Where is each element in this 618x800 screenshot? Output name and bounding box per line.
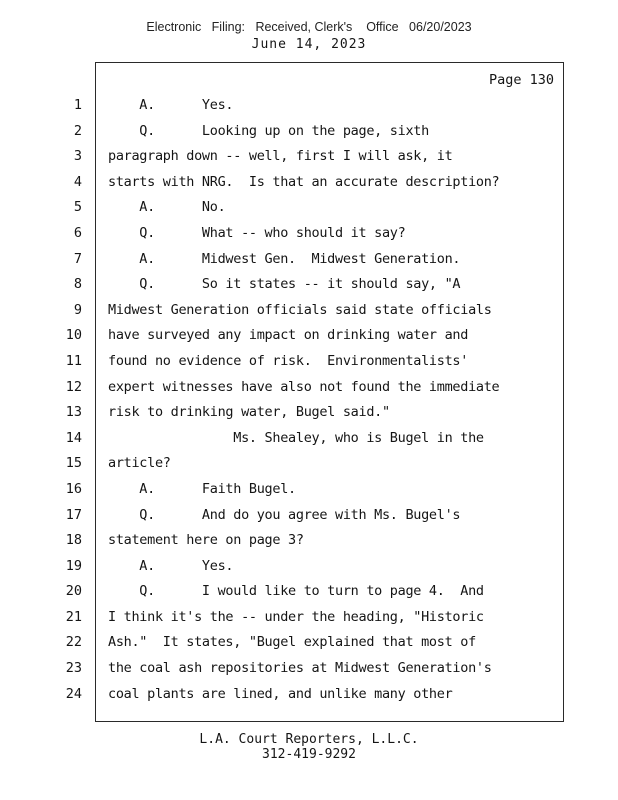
- line-text: Ash." It states, "Bugel explained that m…: [108, 634, 476, 651]
- transcript-line: 15 article?: [0, 451, 618, 477]
- line-number: 20: [65, 583, 82, 600]
- transcript-line: 24 coal plants are lined, and unlike many…: [0, 682, 618, 708]
- transcript-line: 1 A. Yes.: [0, 93, 618, 119]
- line-text: I think it's the -- under the heading, "…: [108, 608, 484, 625]
- line-number: 11: [65, 352, 82, 369]
- line-number: 5: [73, 199, 82, 216]
- transcript-line: 19 A. Yes.: [0, 554, 618, 580]
- line-text: A. Yes.: [108, 97, 234, 113]
- line-number: 12: [65, 378, 82, 395]
- transcript-line: 8 Q. So it states -- it should say, "A: [0, 272, 618, 298]
- transcript-line: 6 Q. What -- who should it say?: [0, 221, 618, 247]
- transcript-line: 21 I think it's the -- under the heading,…: [0, 605, 618, 631]
- line-text: Q. What -- who should it say?: [108, 224, 406, 241]
- hearing-date: June 14, 2023: [251, 37, 367, 52]
- page-number-label: Page 130: [488, 72, 554, 88]
- line-text: Q. And do you agree with Ms. Bugel's: [108, 506, 461, 523]
- transcript-line: 10 have surveyed any impact on drinking w…: [0, 323, 618, 349]
- line-number: 7: [73, 250, 82, 267]
- line-number: 14: [65, 429, 82, 446]
- transcript-line: 3 paragraph down -- well, first I will as…: [0, 144, 618, 170]
- line-text: Midwest Generation officials said state …: [108, 301, 492, 318]
- line-text: A. Yes.: [108, 557, 234, 574]
- line-text: coal plants are lined, and unlike many o…: [108, 685, 453, 702]
- line-number: 9: [73, 301, 82, 318]
- line-text: statement here on page 3?: [108, 532, 304, 549]
- line-text: expert witnesses have also not found the…: [108, 378, 500, 395]
- transcript-line: 13 risk to drinking water, Bugel said.": [0, 400, 618, 426]
- line-number: 1: [73, 97, 82, 113]
- transcript-line: 7 A. Midwest Gen. Midwest Generation.: [0, 247, 618, 273]
- efiling-stamp: Electronic Filing: Received, Clerk's Off…: [146, 20, 472, 34]
- line-number: 22: [65, 634, 82, 651]
- line-number: 21: [65, 608, 82, 625]
- transcript-line: 5 A. No.: [0, 195, 618, 221]
- line-text: the coal ash repositories at Midwest Gen…: [108, 660, 492, 677]
- line-text: have surveyed any impact on drinking wat…: [108, 327, 469, 344]
- line-text: Q. So it states -- it should say, "A: [108, 276, 461, 293]
- line-number: 8: [73, 276, 82, 293]
- transcript-line: 23 the coal ash repositories at Midwest G…: [0, 656, 618, 682]
- line-number: 4: [73, 173, 82, 190]
- reporter-company: L.A. Court Reporters, L.L.C.: [199, 732, 419, 747]
- line-number: 3: [73, 148, 82, 165]
- line-number: 6: [73, 224, 82, 241]
- line-number: 17: [65, 506, 82, 523]
- line-text: A. No.: [108, 199, 226, 216]
- line-number: 24: [65, 685, 82, 702]
- transcript-border-box: [95, 62, 564, 722]
- transcript-line: 22 Ash." It states, "Bugel explained that…: [0, 630, 618, 656]
- line-text: starts with NRG. Is that an accurate des…: [108, 173, 500, 190]
- line-text: Q. I would like to turn to page 4. And: [108, 583, 484, 600]
- transcript-line: 14 Ms. Shealey, who is Bugel in the: [0, 426, 618, 452]
- line-text: Q. Looking up on the page, sixth: [108, 122, 429, 139]
- transcript-line: 12 expert witnesses have also not found t…: [0, 375, 618, 401]
- line-text: A. Midwest Gen. Midwest Generation.: [108, 250, 461, 267]
- transcript-line: 18 statement here on page 3?: [0, 528, 618, 554]
- line-text: A. Faith Bugel.: [108, 480, 296, 497]
- transcript-line: 9 Midwest Generation officials said state…: [0, 298, 618, 324]
- transcript-line: 20 Q. I would like to turn to page 4. An…: [0, 579, 618, 605]
- line-text: paragraph down -- well, first I will ask…: [108, 148, 453, 165]
- line-text: article?: [108, 455, 171, 472]
- transcript-line: 4 starts with NRG. Is that an accurate de…: [0, 170, 618, 196]
- transcript-line: 11 found no evidence of risk. Environment…: [0, 349, 618, 375]
- reporter-phone: 312-419-9292: [262, 747, 356, 762]
- line-number: 15: [65, 455, 82, 472]
- transcript-lines: 1 A. Yes.2 Q. Looking up on the page, si…: [0, 93, 618, 707]
- line-number: 23: [65, 660, 82, 677]
- reporter-footer: L.A. Court Reporters, L.L.C. 312-419-929…: [0, 732, 618, 762]
- line-number: 13: [65, 404, 82, 421]
- line-number: 2: [73, 122, 82, 139]
- line-number: 18: [65, 532, 82, 549]
- line-text: found no evidence of risk. Environmental…: [108, 352, 469, 369]
- transcript-line: 17 Q. And do you agree with Ms. Bugel's: [0, 503, 618, 529]
- line-text: risk to drinking water, Bugel said.": [108, 404, 390, 421]
- line-number: 16: [65, 480, 82, 497]
- line-text: Ms. Shealey, who is Bugel in the: [108, 429, 484, 446]
- transcript-line: 16 A. Faith Bugel.: [0, 477, 618, 503]
- line-number: 19: [65, 557, 82, 574]
- transcript-line: 2 Q. Looking up on the page, sixth: [0, 119, 618, 145]
- line-number: 10: [65, 327, 82, 344]
